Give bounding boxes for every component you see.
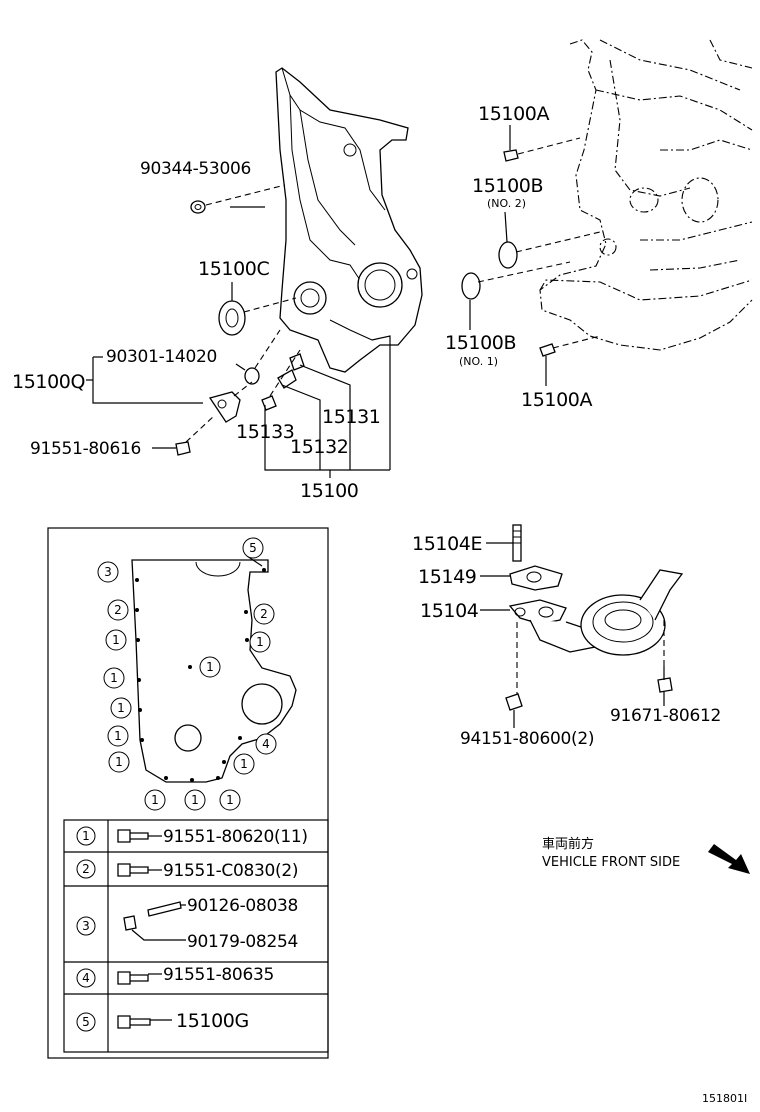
engine-small-parts bbox=[461, 137, 601, 357]
callout-circle: 2 bbox=[253, 603, 275, 625]
part-label: 15100A bbox=[478, 103, 549, 125]
part-label: 15100C bbox=[198, 258, 269, 280]
part-label: 15132 bbox=[290, 436, 348, 458]
bolt-icon bbox=[117, 971, 149, 985]
part-label: 15133 bbox=[236, 421, 294, 443]
svg-text:3: 3 bbox=[104, 565, 112, 579]
part-label: 15131 bbox=[322, 406, 380, 428]
bolt-icon bbox=[117, 1015, 151, 1029]
legend-row-3: 3 90126-08038 90179-08254 bbox=[76, 896, 298, 952]
part-labels: 90344-53006 15100C 90301-14020 15100Q 91… bbox=[12, 103, 721, 749]
legend-row-4: 4 91551-80635 bbox=[76, 965, 274, 988]
callout-circle: 4 bbox=[255, 733, 277, 755]
part-label: 15100 bbox=[300, 480, 358, 502]
leader-lines-engine bbox=[469, 125, 547, 386]
svg-text:1: 1 bbox=[226, 793, 234, 807]
legend-part: 15100G bbox=[176, 1010, 249, 1032]
part-label: 15100Q bbox=[12, 371, 85, 393]
part-label: 15100A bbox=[521, 389, 592, 411]
part-label: 15100B bbox=[472, 175, 543, 197]
legend-part: 91551-80635 bbox=[163, 965, 274, 985]
svg-text:2: 2 bbox=[82, 862, 90, 876]
part-label: 94151-80600(2) bbox=[460, 729, 594, 749]
stud-icon bbox=[147, 901, 182, 917]
part-label: 90301-14020 bbox=[106, 347, 217, 367]
part-label: 90344-53006 bbox=[140, 159, 251, 179]
svg-text:1: 1 bbox=[82, 829, 90, 843]
svg-text:4: 4 bbox=[262, 737, 270, 751]
svg-text:1: 1 bbox=[191, 793, 199, 807]
callout-circle: 1 bbox=[107, 725, 129, 747]
part-label: 15104 bbox=[420, 600, 479, 622]
direction-arrow-icon bbox=[708, 844, 750, 874]
legend-part: 91551-C0830(2) bbox=[163, 861, 298, 881]
vehicle-front-indicator: 車両前方 VEHICLE FRONT SIDE bbox=[542, 836, 750, 874]
direction-label-en: VEHICLE FRONT SIDE bbox=[542, 855, 680, 870]
nut-icon bbox=[123, 915, 137, 931]
part-label: 91551-80616 bbox=[30, 439, 141, 459]
oil-strainer-drawing bbox=[505, 524, 684, 711]
cover-small-parts bbox=[175, 184, 305, 456]
direction-label-jp: 車両前方 bbox=[542, 836, 594, 852]
callout-circle: 1 bbox=[249, 631, 271, 653]
part-label: 91671-80612 bbox=[610, 706, 721, 726]
callout-circle: 1 bbox=[108, 751, 130, 773]
leader-lines-strainer bbox=[480, 542, 665, 728]
legend-row-1: 1 91551-80620(11) bbox=[76, 826, 308, 847]
legend-part: 91551-80620(11) bbox=[163, 827, 308, 847]
legend-row-5: 5 15100G bbox=[76, 1010, 249, 1032]
svg-text:5: 5 bbox=[249, 541, 257, 555]
callout-circle: 1 bbox=[219, 789, 241, 811]
part-label-sub: (NO. 2) bbox=[487, 197, 526, 210]
callout-circle: 1 bbox=[199, 656, 221, 678]
callout-circle: 3 bbox=[97, 561, 119, 583]
part-label: 15149 bbox=[418, 566, 476, 588]
bolt-legend-table: 1 91551-80620(11) 2 91551-C0830(2) 3 901… bbox=[63, 819, 329, 1053]
legend-row-2: 2 91551-C0830(2) bbox=[76, 859, 299, 881]
part-label: 15104E bbox=[412, 533, 482, 555]
svg-text:1: 1 bbox=[256, 635, 264, 649]
svg-text:2: 2 bbox=[114, 603, 122, 617]
callout-circle: 1 bbox=[103, 667, 125, 689]
svg-text:1: 1 bbox=[117, 701, 125, 715]
callout-circle: 1 bbox=[105, 629, 127, 651]
legend-part: 90179-08254 bbox=[187, 932, 298, 952]
svg-text:4: 4 bbox=[82, 971, 90, 985]
callout-circle: 1 bbox=[144, 789, 166, 811]
svg-text:1: 1 bbox=[112, 633, 120, 647]
bolt-icon bbox=[117, 863, 149, 877]
svg-text:1: 1 bbox=[114, 729, 122, 743]
timing-cover-drawing bbox=[275, 67, 423, 373]
figure-id: 151801I bbox=[702, 1092, 747, 1105]
engine-block-drawing bbox=[539, 39, 753, 351]
leader-lines-cover bbox=[86, 206, 391, 478]
svg-text:1: 1 bbox=[240, 757, 248, 771]
callout-circle: 2 bbox=[107, 599, 129, 621]
part-label-sub: (NO. 1) bbox=[459, 355, 498, 368]
svg-text:1: 1 bbox=[115, 755, 123, 769]
legend-part: 90126-08038 bbox=[187, 896, 298, 916]
callout-circles: 5 3 2 2 1 1 1 1 1 1 1 4 1 1 1 1 bbox=[97, 537, 277, 811]
callout-circle: 1 bbox=[110, 697, 132, 719]
callout-circle: 1 bbox=[184, 789, 206, 811]
callout-circle: 1 bbox=[233, 753, 255, 775]
part-label: 15100B bbox=[445, 332, 516, 354]
svg-text:2: 2 bbox=[260, 607, 268, 621]
svg-text:1: 1 bbox=[110, 671, 118, 685]
svg-text:3: 3 bbox=[82, 919, 90, 933]
svg-text:5: 5 bbox=[82, 1015, 90, 1029]
callout-circle: 5 bbox=[242, 537, 264, 559]
svg-text:1: 1 bbox=[206, 660, 214, 674]
bolt-icon bbox=[117, 829, 149, 843]
svg-text:1: 1 bbox=[151, 793, 159, 807]
